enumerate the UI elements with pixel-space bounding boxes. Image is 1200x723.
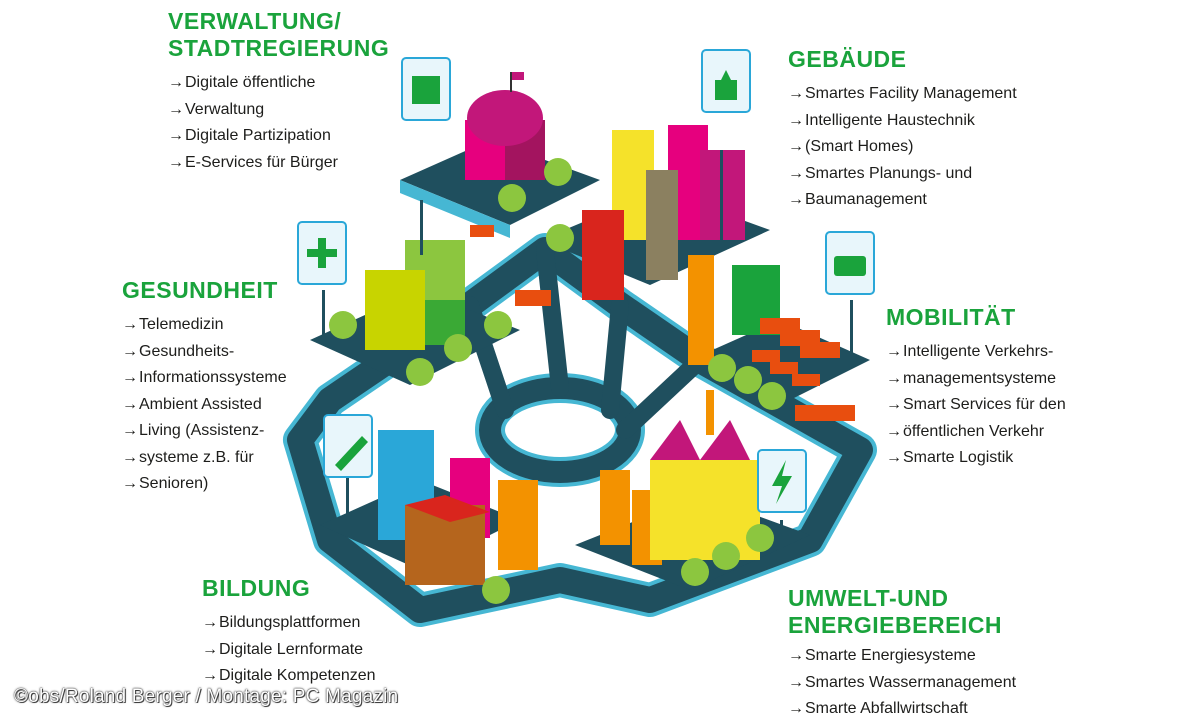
section-mobilitaet-title: MOBILITÄT bbox=[886, 304, 1016, 330]
list-item: öffentlichen Verkehr bbox=[886, 419, 1066, 446]
list-item: Telemedizin bbox=[122, 312, 287, 339]
section-bildung-list: Bildungsplattformen Digitale Lernformate… bbox=[202, 610, 376, 690]
hospital-building bbox=[365, 240, 465, 350]
list-item: Ambient Assisted bbox=[122, 392, 287, 419]
list-item: Smarte Energiesysteme bbox=[788, 643, 1016, 670]
section-umwelt: UMWELT-UND ENERGIEBEREICH Smarte Energie… bbox=[788, 585, 1016, 723]
sign-pencil bbox=[323, 414, 373, 535]
list-item: Smart Services für den bbox=[886, 392, 1066, 419]
list-item: Digitale öffentliche bbox=[168, 70, 389, 97]
mobility-district bbox=[470, 225, 855, 421]
list-item: Gesundheits- bbox=[122, 339, 287, 366]
section-gesundheit: GESUNDHEIT Telemedizin Gesundheits- Info… bbox=[122, 277, 287, 498]
town-hall-building bbox=[465, 72, 545, 180]
list-item: Digitale Partizipation bbox=[168, 123, 389, 150]
list-item: E-Services für Bürger bbox=[168, 150, 389, 177]
section-gesundheit-list: Telemedizin Gesundheits- Informationssys… bbox=[122, 312, 287, 498]
image-credit: ©obs/Roland Berger / Montage: PC Magazin bbox=[14, 686, 399, 707]
section-gebaeude: GEBÄUDE Smartes Facility Management Inte… bbox=[788, 46, 1017, 214]
section-gebaeude-title: GEBÄUDE bbox=[788, 46, 907, 72]
sign-government bbox=[401, 57, 451, 255]
list-item: (Smart Homes) bbox=[788, 134, 1017, 161]
factory-building bbox=[600, 390, 760, 565]
road-network bbox=[283, 233, 877, 627]
list-item: Smartes Planungs- und bbox=[788, 161, 1017, 188]
section-bildung-title: BILDUNG bbox=[202, 575, 311, 601]
section-verwaltung-title-line1: VERWALTUNG/ bbox=[168, 8, 342, 34]
list-item: Verwaltung bbox=[168, 97, 389, 124]
towers-group bbox=[582, 125, 745, 300]
section-verwaltung-title: VERWALTUNG/ STADTREGIERUNG bbox=[168, 8, 389, 62]
section-mobilitaet-list: Intelligente Verkehrs- managementsysteme… bbox=[886, 339, 1066, 472]
list-item: Living (Assistenz- bbox=[122, 418, 287, 445]
section-umwelt-list: Smarte Energiesysteme Smartes Wassermana… bbox=[788, 643, 1016, 723]
sign-bus bbox=[825, 231, 875, 360]
list-item: Smartes Facility Management bbox=[788, 81, 1017, 108]
section-verwaltung-title-line2: STADTREGIERUNG bbox=[168, 35, 390, 61]
list-item: Digitale Kompetenzen bbox=[202, 663, 376, 690]
list-item: Intelligente Verkehrs- bbox=[886, 339, 1066, 366]
section-umwelt-title-line1: UMWELT-UND bbox=[788, 585, 949, 611]
section-bildung: BILDUNG Bildungsplattformen Digitale Ler… bbox=[202, 575, 376, 690]
list-item: managementsysteme bbox=[886, 366, 1066, 393]
section-gebaeude-list: Smartes Facility Management Intelligente… bbox=[788, 81, 1017, 214]
list-item: Smartes Wassermanagement bbox=[788, 670, 1016, 697]
education-district bbox=[378, 430, 538, 585]
section-gesundheit-title: GESUNDHEIT bbox=[122, 277, 278, 303]
list-item: Informationssysteme bbox=[122, 365, 287, 392]
list-item: Smarte Abfallwirtschaft bbox=[788, 696, 1016, 723]
list-item: Digitale Lernformate bbox=[202, 637, 376, 664]
list-item: Bildungsplattformen bbox=[202, 610, 376, 637]
sign-health bbox=[297, 221, 347, 340]
trees bbox=[329, 158, 786, 604]
section-mobilitaet: MOBILITÄT Intelligente Verkehrs- managem… bbox=[886, 304, 1066, 472]
section-umwelt-title: UMWELT-UND ENERGIEBEREICH bbox=[788, 585, 1016, 639]
list-item: Intelligente Haustechnik bbox=[788, 108, 1017, 135]
sign-building bbox=[701, 49, 751, 240]
section-verwaltung-list: Digitale öffentliche Verwaltung Digitale… bbox=[168, 70, 389, 176]
sign-energy bbox=[757, 449, 807, 560]
list-item: systeme z.B. für bbox=[122, 445, 287, 472]
list-item: Baumanagement bbox=[788, 187, 1017, 214]
list-item: Smarte Logistik bbox=[886, 445, 1066, 472]
section-verwaltung: VERWALTUNG/ STADTREGIERUNG Digitale öffe… bbox=[168, 8, 389, 176]
section-umwelt-title-line2: ENERGIEBEREICH bbox=[788, 612, 1003, 638]
list-item: Senioren) bbox=[122, 471, 287, 498]
